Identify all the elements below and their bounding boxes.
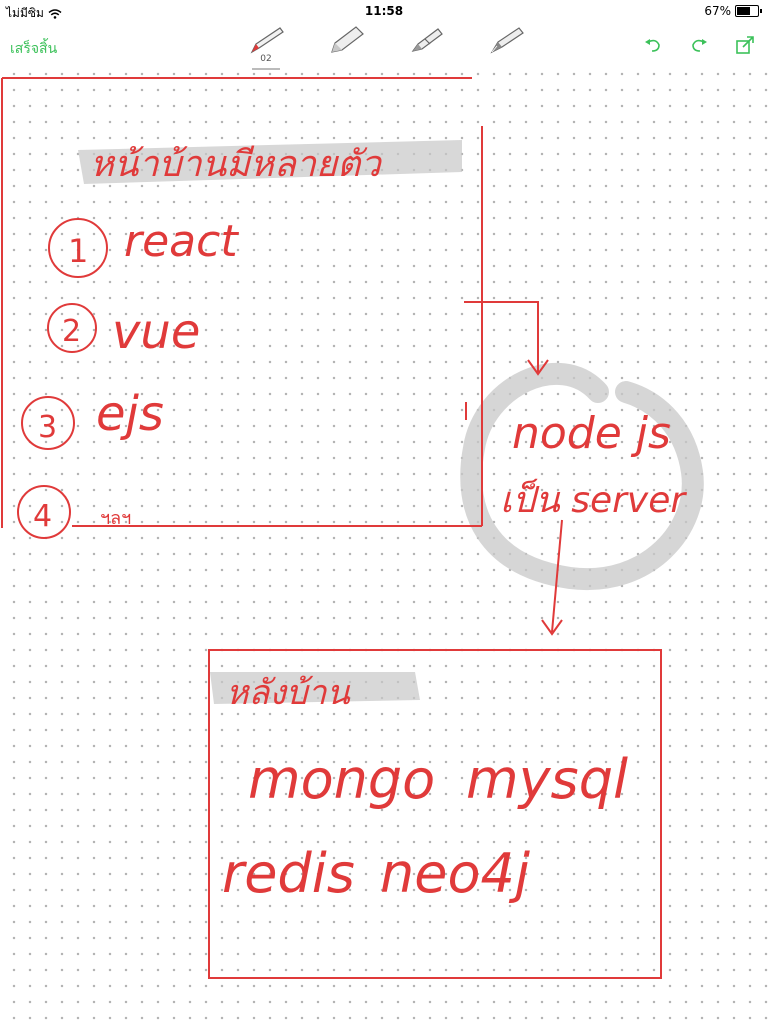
server-swirl xyxy=(460,363,704,591)
item-2-number: 2 xyxy=(62,314,81,349)
title-highlight xyxy=(78,140,462,184)
pen-tool[interactable]: 02 xyxy=(240,22,292,72)
backend-item-mongo: mongo xyxy=(248,748,435,811)
item-2-circle xyxy=(47,303,97,353)
item-1-circle xyxy=(48,218,108,278)
tool-palette: 02 xyxy=(240,22,532,72)
item-4-circle xyxy=(17,485,71,539)
battery-status: 67% xyxy=(704,4,762,18)
backend-item-redis: redis xyxy=(222,842,355,905)
wifi-icon xyxy=(48,8,62,19)
selected-tool-indicator xyxy=(252,68,280,70)
frontend-box xyxy=(1,77,483,528)
item-4-number: 4 xyxy=(33,499,52,534)
note-canvas[interactable]: หน้าบ้านมีหลายตัว 1 react 2 vue 3 ejs 4 … xyxy=(0,72,768,1024)
toolbar: เสร็จสิ้น 02 xyxy=(0,22,768,72)
highlighter-tool[interactable] xyxy=(320,22,372,72)
arrow-to-backend xyxy=(541,519,563,636)
done-button[interactable]: เสร็จสิ้น xyxy=(10,41,58,57)
item-2-text: vue xyxy=(112,304,200,360)
pen-icon xyxy=(250,27,284,54)
status-bar: ไม่มีซิม 11:58 67% xyxy=(0,0,768,22)
item-4-text: ฯลฯ xyxy=(100,508,131,529)
frontend-title: หน้าบ้านมีหลายตัว xyxy=(90,144,382,185)
carrier-label: ไม่มีซิม xyxy=(6,6,44,20)
marker-icon xyxy=(411,28,443,52)
fountain-pen-tool[interactable] xyxy=(480,22,532,72)
share-icon[interactable] xyxy=(734,34,756,56)
redo-icon[interactable] xyxy=(688,34,710,56)
fountain-pen-icon xyxy=(490,27,524,54)
clock: 11:58 xyxy=(364,4,404,18)
server-label: node js xyxy=(512,408,671,459)
backend-box xyxy=(208,649,662,979)
item-1-number: 1 xyxy=(68,232,88,270)
carrier-status: ไม่มีซิม xyxy=(6,4,62,23)
undo-icon[interactable] xyxy=(642,34,664,56)
server-description: เป็น server xyxy=(500,478,687,521)
actions-group xyxy=(642,34,756,56)
marker-tool[interactable] xyxy=(400,22,452,72)
backend-item-neo4j: neo4j xyxy=(380,842,530,905)
backend-title: หลังบ้าน xyxy=(226,673,351,713)
backend-highlight xyxy=(210,672,420,704)
item-3-text: ejs xyxy=(96,386,164,442)
battery-icon xyxy=(735,5,759,17)
handwriting-layer: หน้าบ้านมีหลายตัว 1 react 2 vue 3 ejs 4 … xyxy=(1,77,704,979)
battery-percent: 67% xyxy=(704,4,731,18)
item-3-circle xyxy=(21,396,75,450)
backend-item-mysql: mysql xyxy=(466,748,628,811)
item-3-number: 3 xyxy=(38,410,57,445)
item-1-text: react xyxy=(124,216,239,267)
pen-size-label: 02 xyxy=(260,54,272,64)
highlighter-icon xyxy=(331,26,364,53)
arrow-to-server xyxy=(464,301,549,376)
